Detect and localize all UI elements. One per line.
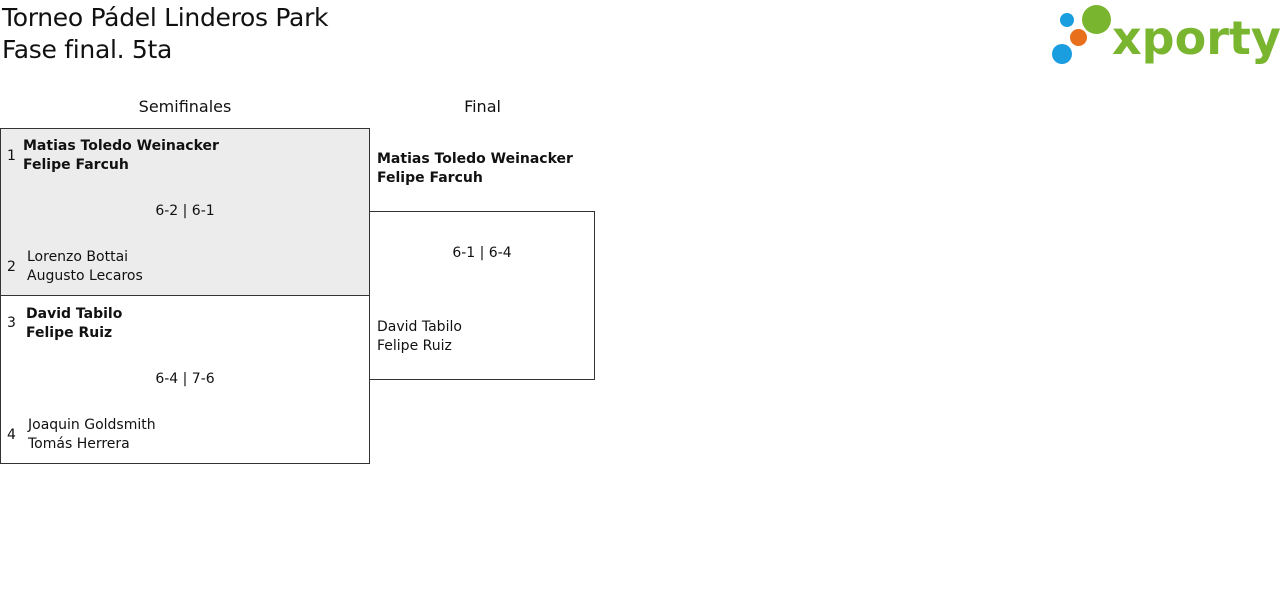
player-name: Matias Toledo Weinacker	[23, 138, 219, 154]
page-title: Torneo Pádel Linderos Park Fase final. 5…	[2, 2, 329, 66]
seed-number: 4	[7, 427, 16, 443]
logo-dot-green	[1082, 5, 1111, 34]
semifinal-2-team-a[interactable]: David Tabilo Felipe Ruiz	[26, 305, 122, 343]
logo-dot-blue-small	[1060, 13, 1074, 27]
semifinal-2-score: 6-4 | 7-6	[155, 371, 215, 387]
logo-dot-blue-large	[1052, 44, 1072, 64]
player-name: David Tabilo	[377, 319, 462, 335]
semifinal-1-score: 6-2 | 6-1	[155, 203, 215, 219]
final-match[interactable]	[369, 211, 595, 380]
semifinal-1-team-a[interactable]: Matias Toledo Weinacker Felipe Farcuh	[23, 137, 219, 175]
player-name: Augusto Lecaros	[27, 268, 143, 284]
player-name: Lorenzo Bottai	[27, 249, 129, 265]
player-name: Joaquin Goldsmith	[28, 417, 156, 433]
round-label-final: Final	[464, 97, 501, 116]
player-name: David Tabilo	[26, 306, 123, 322]
player-name: Felipe Ruiz	[26, 325, 113, 341]
final-team-a[interactable]: Matias Toledo Weinacker Felipe Farcuh	[377, 150, 573, 188]
semifinal-match-1[interactable]	[0, 128, 370, 296]
final-team-b[interactable]: David Tabilo Felipe Ruiz	[377, 318, 462, 356]
logo-text: xporty	[1112, 11, 1280, 65]
player-name: Tomás Herrera	[28, 436, 130, 452]
seed-number: 1	[7, 148, 16, 164]
phase-name: Fase final. 5ta	[2, 35, 173, 64]
semifinal-2-team-b[interactable]: Joaquin Goldsmith Tomás Herrera	[28, 416, 156, 454]
round-label-semifinals: Semifinales	[138, 97, 232, 116]
player-name: Felipe Ruiz	[377, 338, 452, 354]
logo-dot-orange	[1070, 29, 1087, 46]
final-score: 6-1 | 6-4	[452, 245, 512, 261]
player-name: Felipe Farcuh	[377, 170, 483, 186]
seed-number: 2	[7, 259, 16, 275]
xporty-logo[interactable]: xporty	[1050, 4, 1280, 68]
tournament-name: Torneo Pádel Linderos Park	[2, 3, 329, 32]
player-name: Felipe Farcuh	[23, 157, 129, 173]
player-name: Matias Toledo Weinacker	[377, 151, 573, 167]
semifinal-1-team-b[interactable]: Lorenzo Bottai Augusto Lecaros	[27, 248, 143, 286]
seed-number: 3	[7, 315, 16, 331]
